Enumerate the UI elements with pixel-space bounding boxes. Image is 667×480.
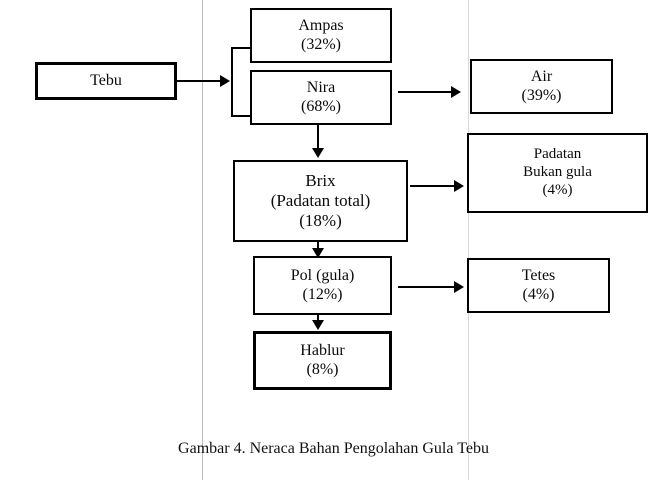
node-pol-gula-percent: (12%): [302, 285, 343, 303]
arrowhead-tebu-to-split: [220, 75, 230, 87]
arrowhead-nira-to-air: [451, 86, 461, 98]
connector-nira-to-air: [398, 91, 453, 93]
arrowhead-nira-to-brix: [312, 148, 324, 158]
node-nira[interactable]: Nira (68%): [250, 70, 392, 125]
node-hablur-percent: (8%): [306, 360, 339, 378]
figure-caption: Gambar 4. Neraca Bahan Pengolahan Gula T…: [178, 440, 489, 457]
node-tebu-label: Tebu: [90, 71, 122, 89]
node-padatan-bukan-gula-label: Padatan: [533, 146, 582, 163]
node-padatan-bukan-gula-percent: (4%): [542, 181, 573, 198]
node-tetes-label: Tetes: [521, 266, 556, 284]
arrowhead-pol-to-hablur: [312, 320, 324, 330]
split-bracket-spine: [231, 47, 233, 117]
node-tebu[interactable]: Tebu: [35, 62, 177, 100]
node-brix-percent: (18%): [299, 211, 342, 231]
split-bracket-stub-ampas: [231, 47, 253, 49]
connector-tebu-to-split: [177, 80, 222, 82]
arrowhead-pol-to-tetes: [454, 281, 464, 293]
node-brix[interactable]: Brix (Padatan total) (18%): [233, 160, 408, 242]
arrowhead-brix-to-padatan: [454, 180, 464, 192]
node-tetes[interactable]: Tetes (4%): [467, 258, 610, 313]
node-brix-label2: (Padatan total): [270, 190, 371, 210]
node-ampas-label: Ampas: [298, 16, 344, 34]
split-bracket-stub-nira: [231, 115, 253, 117]
node-padatan-bukan-gula[interactable]: Padatan Bukan gula (4%): [467, 133, 648, 213]
node-air-percent: (39%): [521, 86, 562, 104]
node-hablur[interactable]: Hablur (8%): [253, 331, 392, 390]
node-padatan-bukan-gula-label2: Bukan gula: [523, 164, 592, 181]
node-ampas-percent: (32%): [301, 35, 341, 53]
node-brix-label: Brix: [305, 170, 336, 190]
node-nira-label: Nira: [306, 78, 336, 96]
node-air-label: Air: [530, 67, 553, 85]
page-guide-line-right: [468, 0, 469, 480]
arrowhead-brix-to-pol: [312, 248, 324, 258]
node-nira-percent: (68%): [301, 97, 341, 115]
node-pol-gula-label: Pol (gula): [290, 266, 355, 284]
node-tetes-percent: (4%): [522, 285, 555, 303]
connector-pol-to-tetes: [398, 286, 456, 288]
connector-nira-to-brix: [317, 125, 319, 151]
page-guide-line-left: [202, 0, 203, 480]
node-pol-gula[interactable]: Pol (gula) (12%): [253, 256, 392, 315]
connector-brix-to-padatan: [410, 185, 456, 187]
node-ampas[interactable]: Ampas (32%): [250, 8, 392, 63]
node-hablur-label: Hablur: [300, 341, 345, 359]
node-air[interactable]: Air (39%): [470, 59, 613, 114]
